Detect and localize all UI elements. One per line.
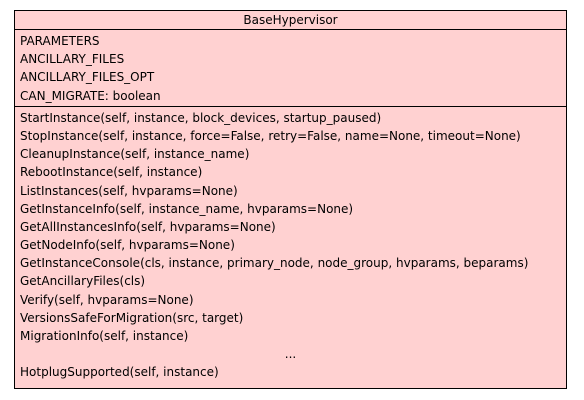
method: StopInstance(self, instance, force=False… [20,128,521,143]
method: VersionsSafeForMigration(src, target) [20,310,244,325]
methods-compartment: StartInstance(self, instance, block_devi… [15,107,566,383]
method: GetAllInstancesInfo(self, hvparams=None) [20,219,276,234]
attribute: PARAMETERS [20,34,100,48]
method: GetInstanceConsole(cls, instance, primar… [20,256,529,271]
attribute: ANCILLARY_FILES [20,52,125,67]
attribute: ANCILLARY_FILES_OPT [20,70,155,85]
method: ListInstances(self, hvparams=None) [20,183,238,198]
method: GetAncillaryFiles(cls) [20,274,146,289]
uml-class-box: BaseHypervisor PARAMETERS ANCILLARY_FILE… [14,10,567,389]
method-ellipsis: ... [284,347,297,362]
method: Verify(self, hvparams=None) [20,292,194,307]
class-name: BaseHypervisor [15,11,566,30]
method: StartInstance(self, instance, block_devi… [20,110,382,125]
method: GetInstanceInfo(self, instance_name, hvp… [20,201,354,216]
attribute: CAN_MIGRATE: boolean [20,88,161,103]
method: CleanupInstance(self, instance_name) [20,147,250,162]
method: MigrationInfo(self, instance) [20,329,189,343]
attributes-compartment: PARAMETERS ANCILLARY_FILES ANCILLARY_FIL… [15,30,566,107]
method: GetNodeInfo(self, hvparams=None) [20,238,235,253]
method: RebootInstance(self, instance) [20,165,203,180]
method: HotplugSupported(self, instance) [20,365,219,380]
